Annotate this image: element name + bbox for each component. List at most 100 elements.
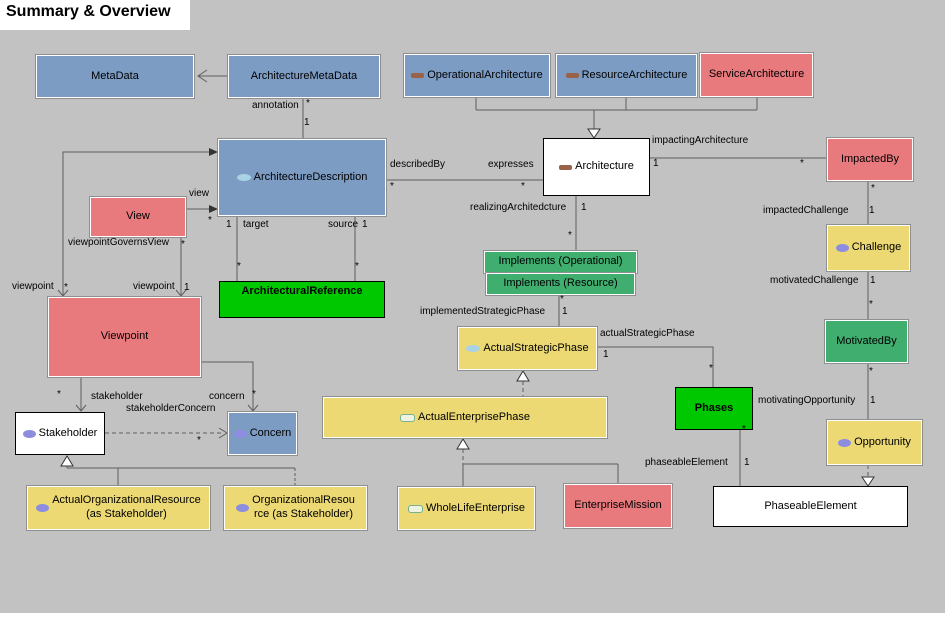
architecture-description-node[interactable]: ArchitectureDescription	[218, 139, 386, 216]
generalization-triangle-icon	[60, 455, 74, 467]
view-node[interactable]: View	[90, 197, 186, 237]
resource-architecture-node[interactable]: ResourceArchitecture	[556, 54, 697, 97]
node-label: OperationalArchitecture	[427, 68, 543, 81]
open-arrow-icon	[197, 69, 208, 83]
impactedby-node[interactable]: ImpactedBy	[827, 138, 913, 181]
edge-label: stakeholderConcern	[126, 403, 216, 414]
edge-label: 1	[562, 306, 568, 317]
edge-label: viewpointGovernsView	[68, 237, 169, 248]
actual-enterprise-phase-node[interactable]: ActualEnterprisePhase	[323, 397, 607, 438]
edge-label: 1	[226, 219, 232, 230]
node-label: PhaseableElement	[764, 499, 857, 512]
actual-organizational-resource-node[interactable]: ActualOrganizationalResource (as Stakeho…	[27, 486, 210, 530]
concern-node[interactable]: Concern	[228, 412, 297, 455]
edge-label: *	[197, 435, 201, 446]
opportunity-node[interactable]: Opportunity	[827, 420, 922, 465]
node-label: Phases	[694, 401, 734, 414]
edge-label: *	[306, 98, 310, 109]
architecture-node[interactable]: Architecture	[543, 138, 650, 196]
node-label: Stakeholder	[38, 426, 98, 439]
edge-label: phaseableElement	[645, 457, 728, 468]
edge-label: viewpoint	[133, 281, 175, 292]
node-label: MetaData	[91, 69, 139, 82]
ellipse-icon	[36, 504, 50, 512]
edge-aep-generalization-branches	[462, 463, 619, 487]
open-arrow-icon	[57, 289, 69, 297]
phaseable-element-node[interactable]: PhaseableElement	[713, 486, 908, 527]
page-title: Summary & Overview	[6, 3, 171, 20]
edge-label: realizingArchitedcture	[470, 202, 567, 213]
edge-label: *	[252, 389, 256, 400]
edge-label: expresses	[488, 159, 534, 170]
edge-label: impactingArchitecture	[652, 135, 749, 146]
edge-label: *	[208, 215, 212, 226]
roundrect-icon	[400, 413, 416, 422]
node-label: Concern	[249, 426, 292, 439]
edge-label: *	[390, 181, 394, 192]
edge-label: 1	[304, 117, 310, 128]
cloud-icon	[466, 345, 481, 352]
actual-strategic-phase-node[interactable]: ActualStrategicPhase	[458, 327, 597, 370]
bar-icon	[411, 73, 425, 78]
realization-triangle-icon	[861, 476, 875, 487]
edge-label: *	[871, 183, 875, 194]
edge-label: stakeholder	[91, 391, 143, 402]
open-arrow-icon	[175, 289, 187, 297]
edge-label: 1	[870, 275, 876, 286]
organizational-resource-node[interactable]: OrganizationalResou rce (as Stakeholder)	[224, 486, 367, 530]
edge-label: 1	[869, 205, 875, 216]
edge-label: annotation	[252, 100, 299, 111]
enterprise-mission-node[interactable]: EnterpriseMission	[564, 484, 672, 528]
node-label: ActualStrategicPhase	[483, 341, 589, 354]
node-label: Viewpoint	[100, 330, 149, 343]
edge-architectures-merge	[475, 97, 758, 129]
edge-label: *	[181, 239, 185, 250]
cloud-icon	[236, 174, 251, 181]
stakeholder-node[interactable]: Stakeholder	[15, 412, 105, 455]
edge-label: *	[355, 261, 359, 272]
edge-label: describedBy	[390, 159, 446, 170]
service-architecture-node[interactable]: ServiceArchitecture	[700, 53, 813, 97]
edge-label: motivatedChallenge	[770, 275, 859, 286]
generalization-triangle-icon	[456, 438, 470, 450]
edge-label: *	[800, 158, 804, 169]
implements-resource-node[interactable]: Implements (Resource)	[486, 273, 635, 295]
operational-architecture-node[interactable]: OperationalArchitecture	[404, 54, 550, 97]
edge-label: *	[237, 261, 241, 272]
node-label: Challenge	[851, 241, 902, 254]
bar-icon	[559, 164, 573, 170]
edge-label: *	[869, 366, 873, 377]
edge-label: *	[64, 282, 68, 293]
edge-actual-strategic-phase	[597, 346, 714, 387]
edge-label: view	[189, 188, 210, 199]
edge-label: 1	[362, 219, 368, 230]
open-arrow-icon	[247, 404, 259, 412]
solid-arrow-icon	[209, 205, 218, 213]
whole-life-enterprise-node[interactable]: WholeLifeEnterprise	[398, 487, 535, 530]
edge-label: *	[869, 299, 873, 310]
generalization-triangle-icon	[516, 370, 530, 382]
edge-target-source	[236, 216, 356, 281]
metadata-node[interactable]: MetaData	[36, 55, 194, 98]
architecture-metadata-node[interactable]: ArchitectureMetaData	[228, 55, 380, 98]
motivatedby-node[interactable]: MotivatedBy	[825, 320, 908, 363]
phases-node[interactable]: Phases	[675, 387, 753, 430]
viewpoint-node[interactable]: Viewpoint	[48, 297, 201, 377]
edge-label: *	[568, 230, 572, 241]
node-label: OrganizationalResou rce (as Stakeholder)	[252, 494, 355, 520]
edge-label: *	[709, 363, 713, 374]
ellipse-icon	[233, 429, 247, 438]
bottom-strip	[0, 613, 945, 619]
challenge-node[interactable]: Challenge	[827, 225, 910, 271]
node-label: ServiceArchitecture	[708, 68, 805, 81]
edge-label: *	[742, 424, 746, 435]
node-label: ActualEnterprisePhase	[418, 410, 530, 423]
implements-operational-node[interactable]: Implements (Operational)	[484, 251, 637, 273]
architectural-reference-node[interactable]: ArchitecturalReference	[219, 281, 385, 318]
diagram-background-top	[190, 0, 945, 30]
node-label: ImpactedBy	[840, 152, 900, 165]
node-label: ActualOrganizationalResource (as Stakeho…	[52, 494, 201, 520]
edge-label: 1	[581, 202, 587, 213]
node-label: Architecture	[575, 160, 634, 173]
